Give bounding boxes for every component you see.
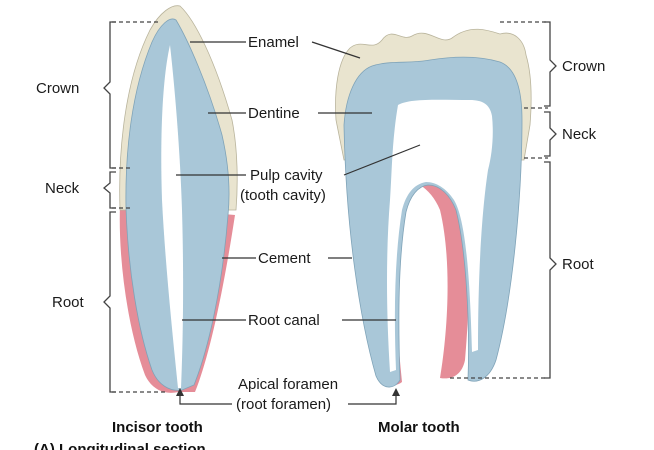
incisor-caption: Incisor tooth: [112, 419, 203, 436]
neck-bracket-right: [544, 111, 557, 157]
root-bracket-right: [544, 161, 557, 379]
crown-bracket-right: [544, 21, 557, 107]
crown-label-right: Crown: [562, 58, 605, 75]
cement-label: Cement: [258, 250, 311, 267]
root-bracket-left: [103, 211, 116, 393]
crown-label-left: Crown: [36, 80, 79, 97]
molar-pulp-cavity: [387, 99, 493, 372]
root-label-right: Root: [562, 256, 595, 273]
right-brackets: [450, 21, 557, 379]
dentine-label: Dentine: [248, 105, 300, 122]
molar-cement-right: [420, 179, 469, 379]
apical-foramen-label: Apical foramen: [238, 376, 338, 393]
root-canal-label: Root canal: [248, 312, 320, 329]
neck-label-left: Neck: [45, 180, 80, 197]
molar-tooth: [335, 28, 532, 388]
root-label-left: Root: [52, 294, 85, 311]
enamel-label: Enamel: [248, 34, 299, 51]
left-brackets: [102, 21, 165, 393]
neck-bracket-left: [102, 171, 116, 209]
molar-caption: Molar tooth: [378, 419, 460, 436]
neck-label-right: Neck: [562, 126, 597, 143]
incisor-tooth: [119, 5, 238, 393]
crown-bracket-left: [103, 21, 116, 169]
leader-lines: [176, 41, 421, 405]
pulp-cavity-label: Pulp cavity: [250, 167, 323, 184]
root-foramen-label: (root foramen): [236, 396, 331, 413]
tooth-cavity-label: (tooth cavity): [240, 187, 326, 204]
section-caption: (A) Longitudinal section: [34, 441, 206, 450]
labels: Crown Neck Root Crown Neck Root Enamel D…: [36, 34, 605, 413]
captions: Incisor tooth Molar tooth (A) Longitudin…: [34, 419, 460, 450]
incisor-pulp-cavity: [161, 45, 184, 388]
